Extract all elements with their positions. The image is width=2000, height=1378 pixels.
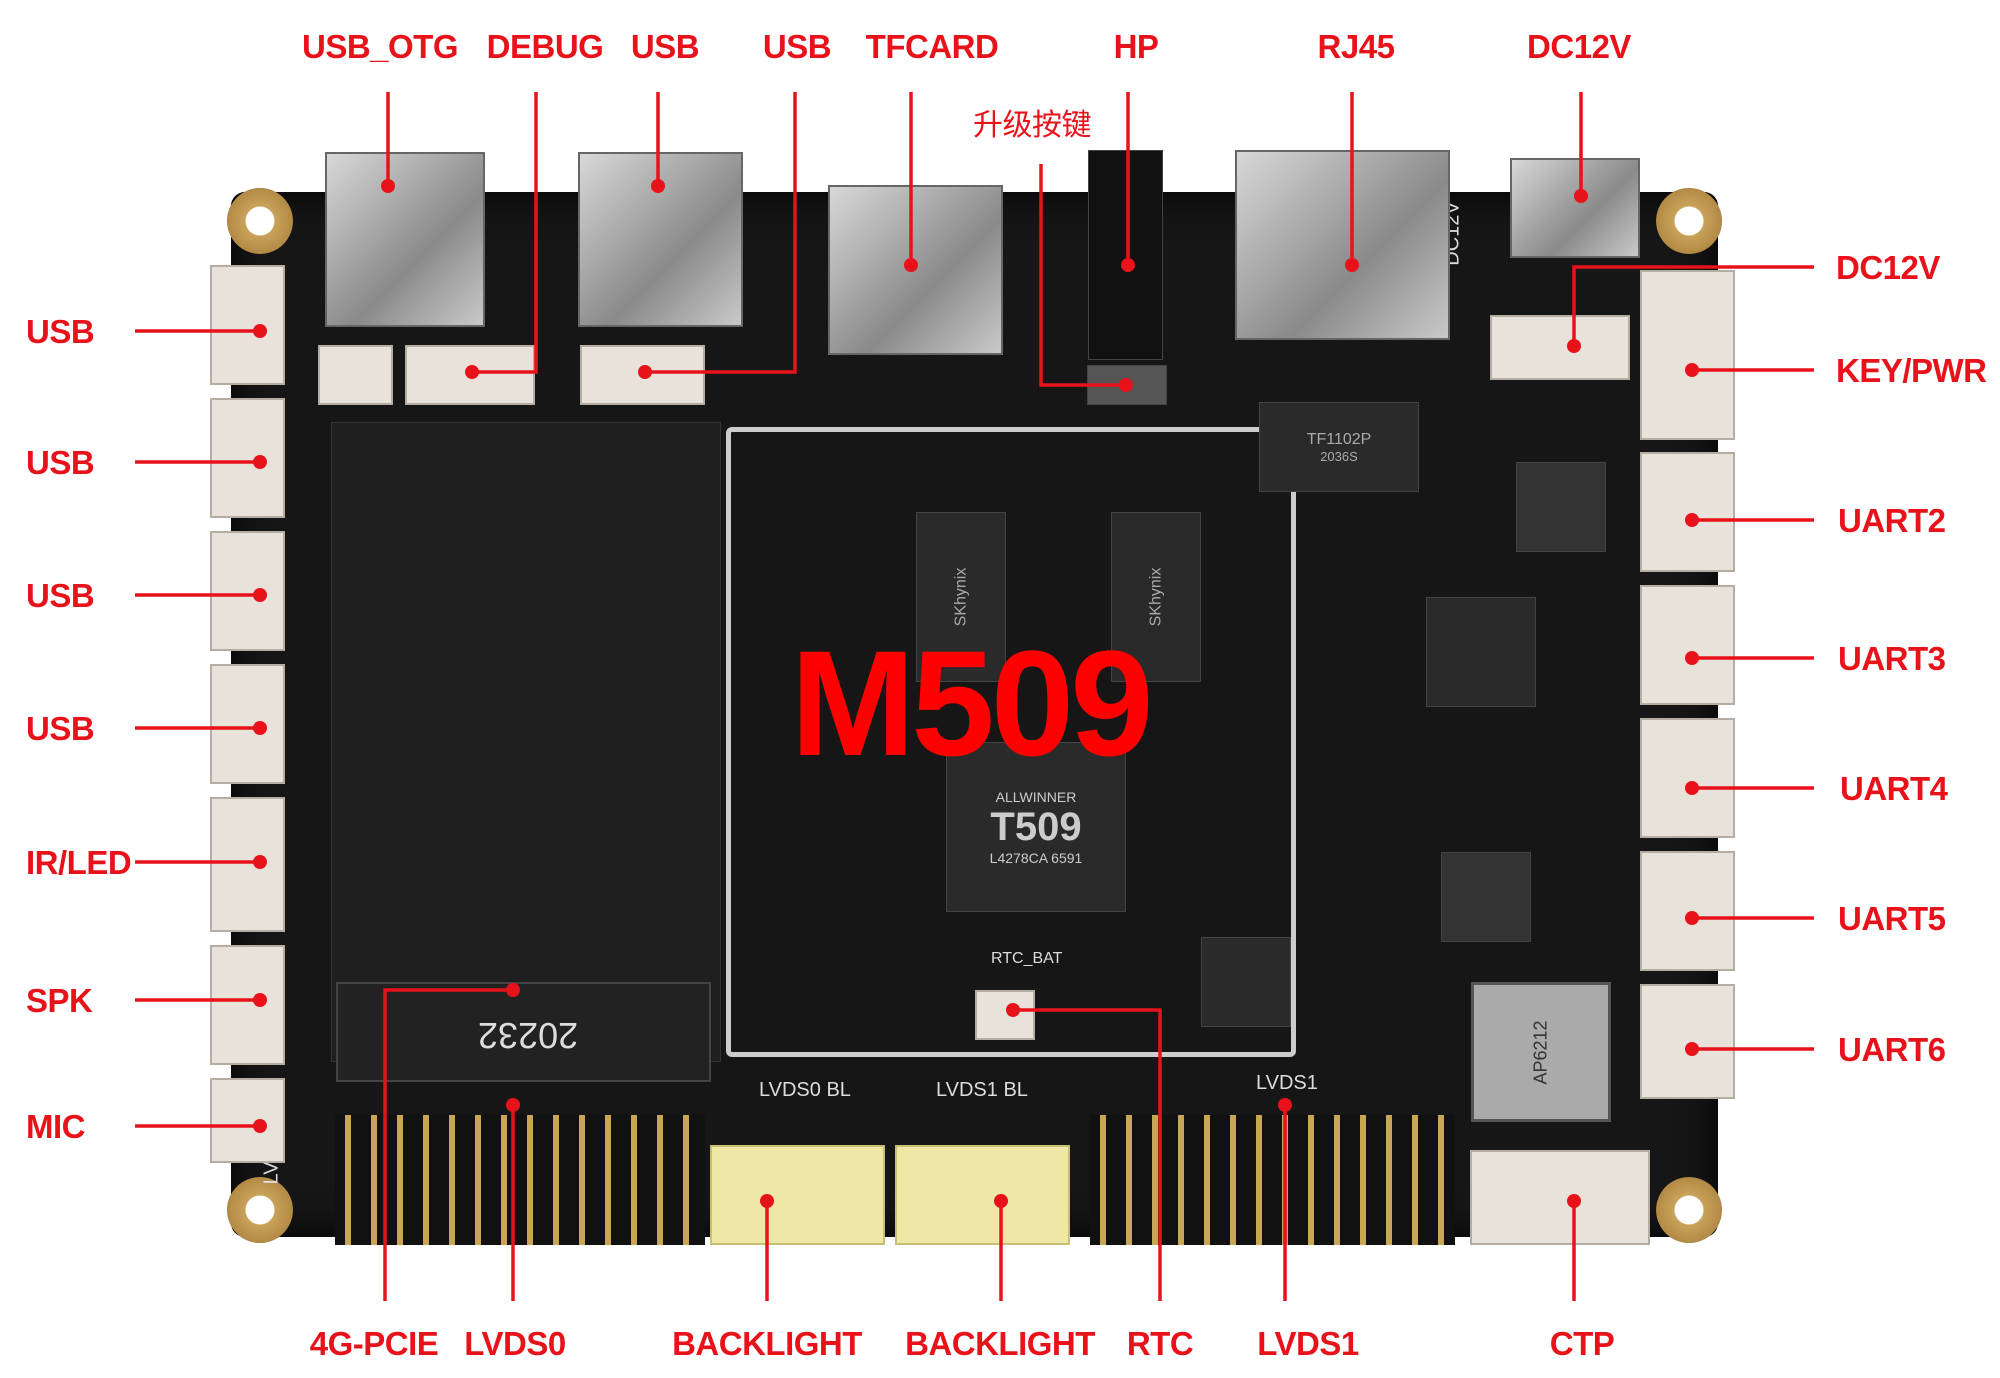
label-usb-left: USB	[26, 710, 95, 747]
pcie-module-area	[331, 422, 721, 1062]
label-usb: USB	[762, 28, 832, 65]
label-key-pwr: KEY/PWR	[1836, 352, 1987, 389]
label-debug: DEBUG	[486, 28, 604, 65]
rtc-battery-connector	[975, 990, 1035, 1040]
ram-chip: SKhynix	[1111, 512, 1201, 682]
wifi-module: AP6212	[1471, 982, 1611, 1122]
soc-chip: ALLWINNER T509 L4278CA 6591	[946, 742, 1126, 912]
pcie-slot: 20232	[336, 982, 711, 1082]
ic-chip	[1426, 597, 1536, 707]
mounting-hole	[1656, 1177, 1722, 1243]
inductor	[1516, 462, 1606, 552]
label-lvds0: LVDS0	[464, 1325, 566, 1362]
connector	[318, 345, 393, 405]
label-usb-left: USB	[26, 313, 95, 350]
label-mic: MIC	[26, 1108, 86, 1145]
ic-chip	[1201, 937, 1291, 1027]
usb-otg-port	[325, 152, 485, 327]
label-uart4: UART4	[1840, 770, 1948, 807]
debug-connector	[405, 345, 535, 405]
label-usb-left: USB	[26, 577, 95, 614]
label-rtc: RTC	[1126, 1325, 1194, 1362]
label-4g-pcie: 4G-PCIE	[309, 1325, 439, 1362]
label-backlight: BACKLIGHT	[905, 1325, 1095, 1362]
core-module-outline	[726, 427, 1296, 1057]
label-lvds1: LVDS1	[1257, 1325, 1359, 1362]
label-uart2: UART2	[1838, 502, 1946, 539]
lvds1-header	[1090, 1115, 1455, 1245]
backlight-connector-2	[895, 1145, 1070, 1245]
inductor	[1441, 852, 1531, 942]
label-upgrade-key: 升级按键	[973, 109, 1092, 142]
label-uart5: UART5	[1838, 900, 1946, 937]
label-ctp: CTP	[1549, 1325, 1615, 1362]
mounting-hole	[1656, 188, 1722, 254]
label-hp: HP	[1113, 28, 1159, 65]
headphone-jack	[1088, 150, 1163, 360]
usb-header	[580, 345, 705, 405]
label-dc12v-right: DC12V	[1836, 249, 1940, 286]
board-model-title: M509	[790, 619, 1153, 787]
mounting-hole	[227, 188, 293, 254]
label-spk: SPK	[26, 982, 93, 1019]
label-backlight: BACKLIGHT	[672, 1325, 862, 1362]
label-uart3: UART3	[1838, 640, 1946, 677]
label-ir-led: IR/LED	[26, 844, 132, 881]
rj45-port	[1235, 150, 1450, 340]
label-usb: USB	[630, 28, 700, 65]
mounting-hole	[227, 1177, 293, 1243]
backlight-connector-1	[710, 1145, 885, 1245]
ctp-connector	[1470, 1150, 1650, 1245]
label-uart6: UART6	[1838, 1031, 1946, 1068]
label-rj45: RJ45	[1317, 28, 1395, 65]
ram-chip: SKhynix	[916, 512, 1006, 682]
dc-jack	[1510, 158, 1640, 258]
lvds0-header	[335, 1115, 705, 1245]
dc12v-header	[1490, 315, 1630, 380]
label-tfcard: TFCARD	[865, 28, 999, 65]
label-dc12v-top: DC12V	[1527, 28, 1631, 65]
label-usb-otg: USB_OTG	[301, 28, 459, 65]
label-usb-left: USB	[26, 444, 95, 481]
